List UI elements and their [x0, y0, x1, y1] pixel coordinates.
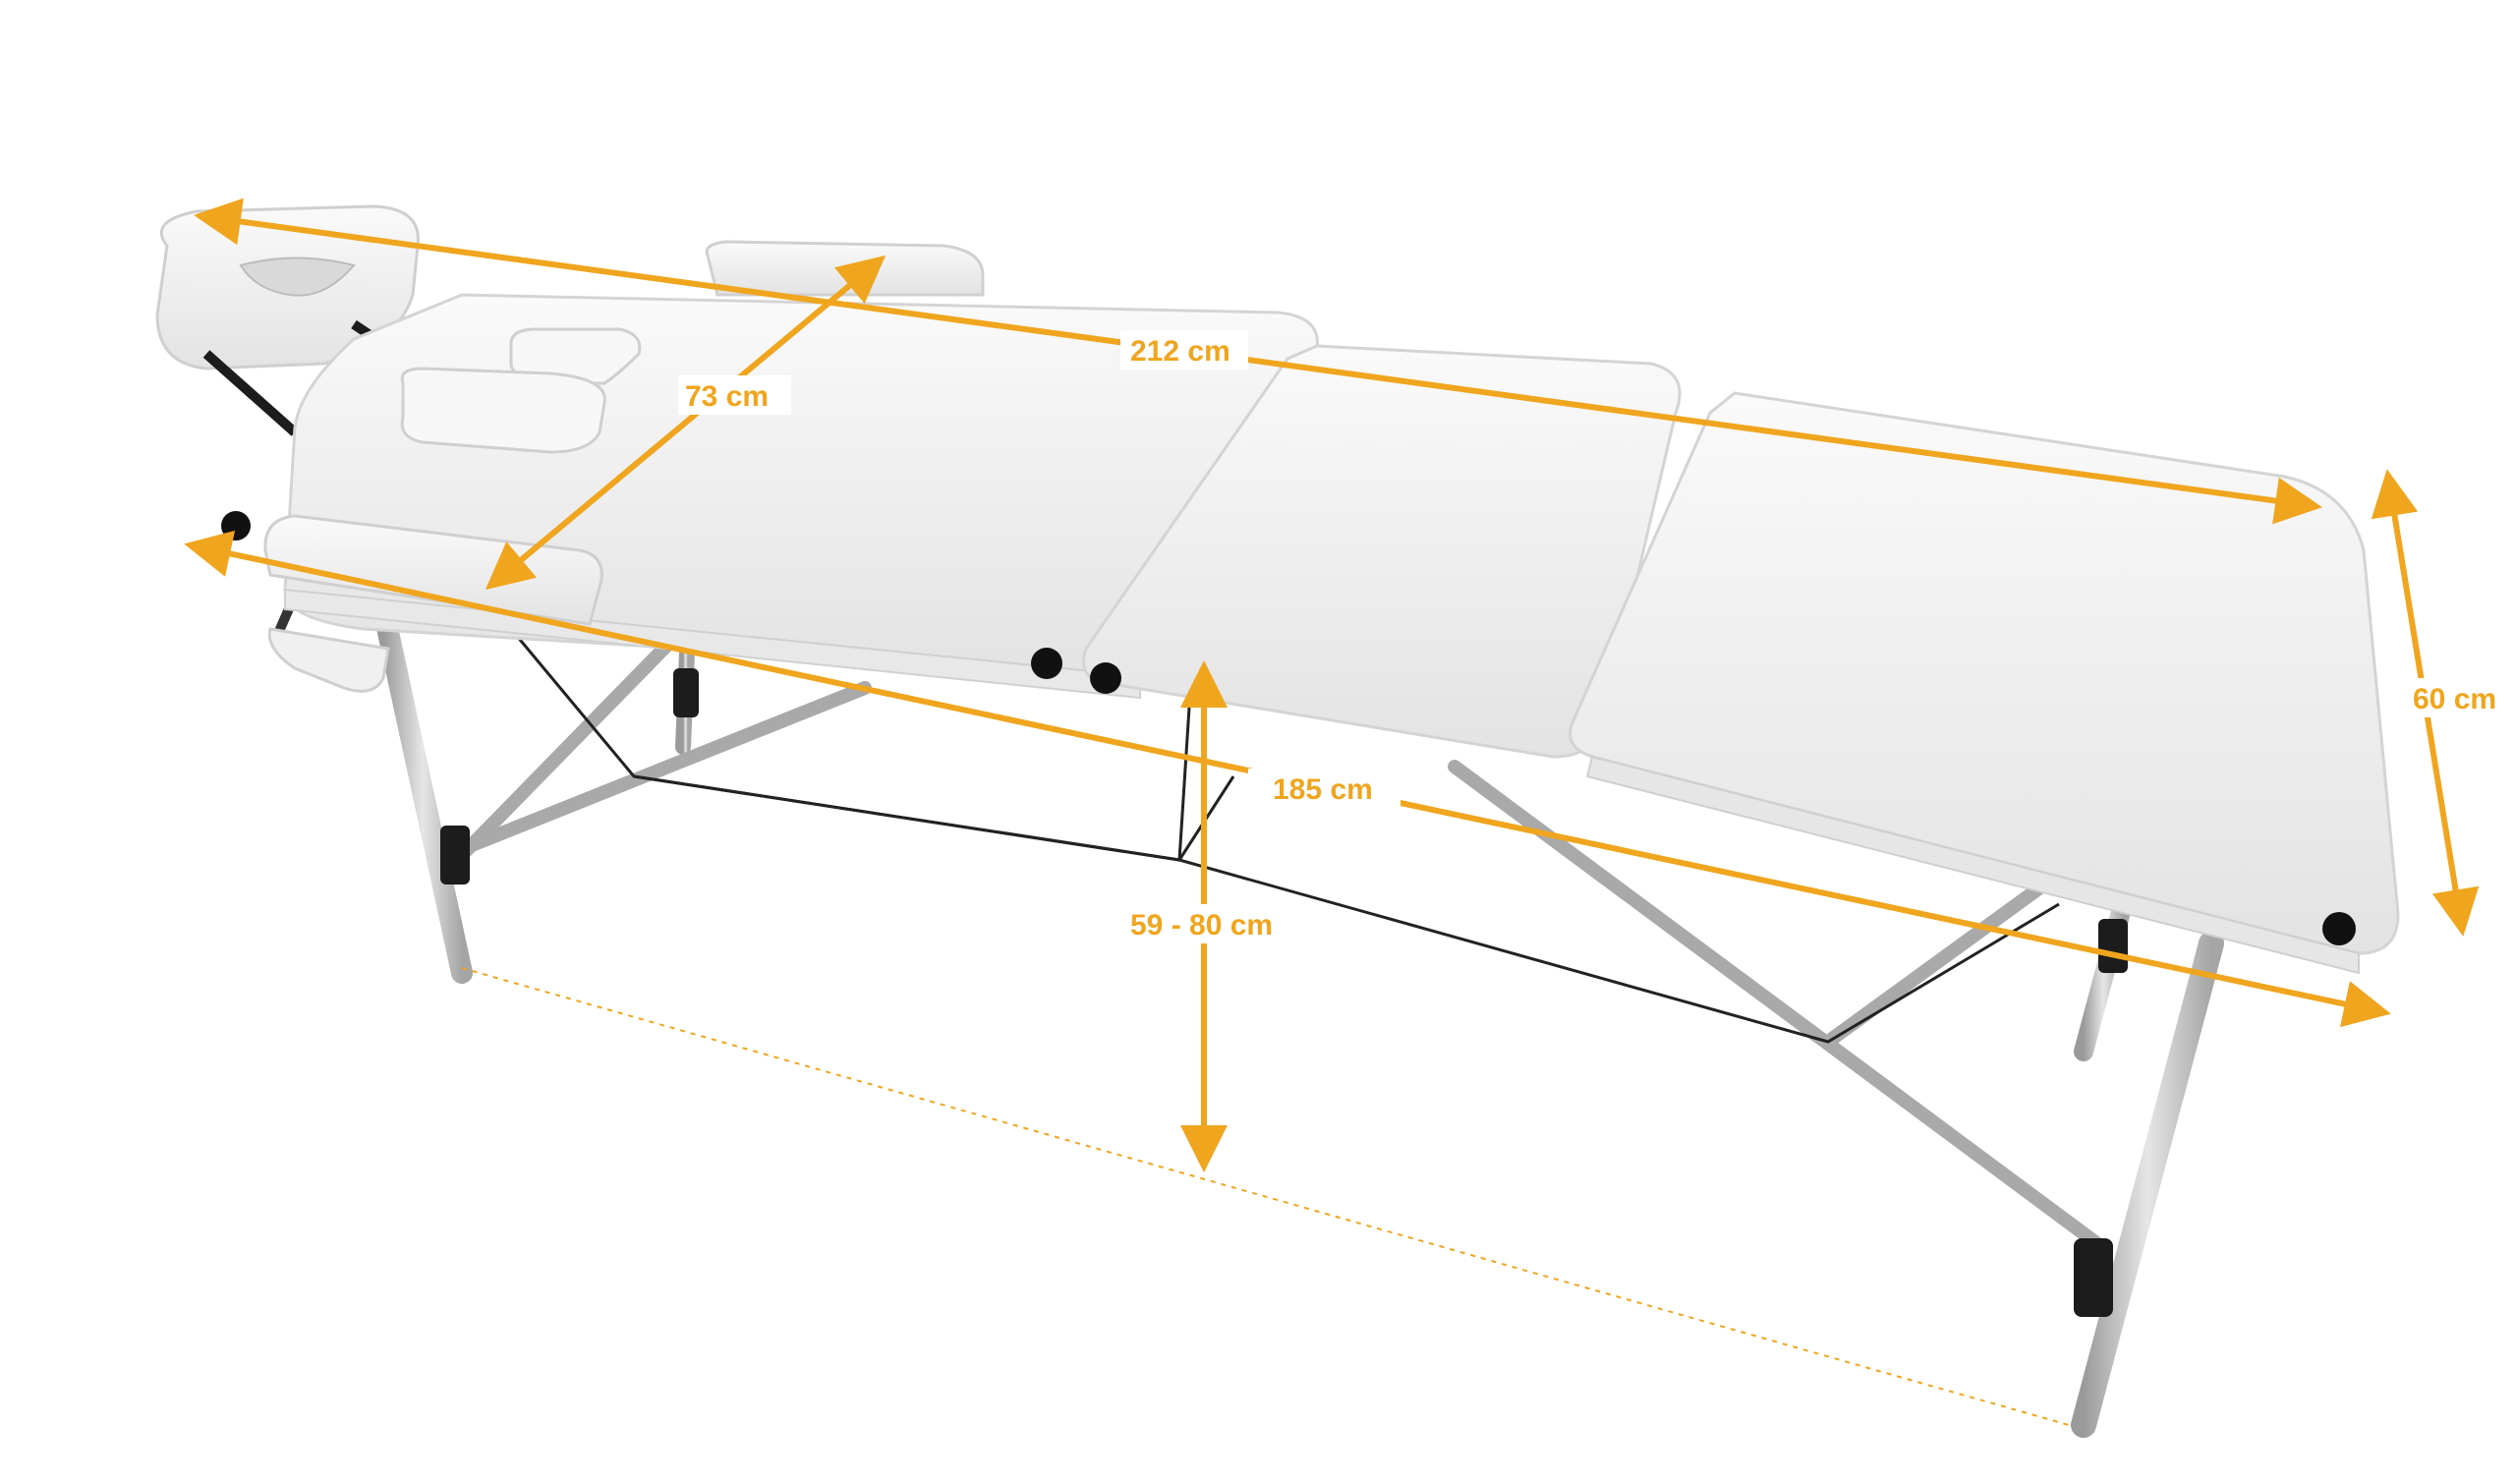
label-73cm: 73 cm	[685, 380, 769, 413]
label-185cm: 185 cm	[1273, 773, 1373, 806]
label-59-80cm: 59 - 80 cm	[1130, 909, 1273, 942]
floor-guideline	[461, 967, 2070, 1426]
label-60cm: 60 cm	[2413, 683, 2496, 715]
label-212cm: 212 cm	[1130, 335, 1230, 368]
